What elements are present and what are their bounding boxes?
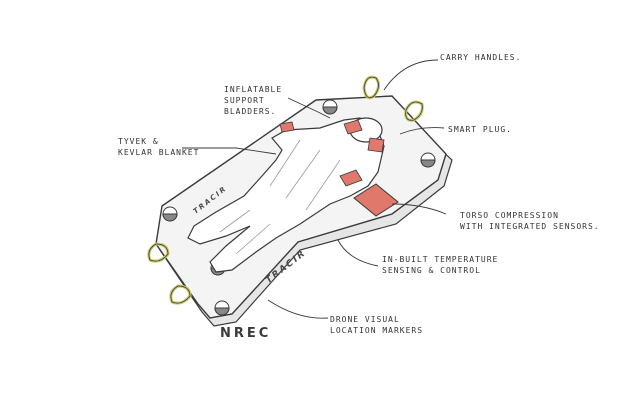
support-bladder bbox=[279, 119, 385, 187]
leader-lines bbox=[182, 59, 447, 319]
nrec-logo: NREC bbox=[220, 326, 272, 341]
annotation-drone-markers: Drone Visual Location Markers bbox=[330, 315, 424, 335]
patient-figure bbox=[187, 117, 385, 273]
annotation-support-bladders: Inflatable Support Bladders. bbox=[224, 85, 283, 116]
annotation-blanket: Tyvek & Kevlar Blanket bbox=[118, 137, 200, 157]
annotation-carry-handles: Carry Handles. bbox=[440, 53, 522, 62]
torso-compression-pad bbox=[353, 183, 399, 217]
annotation-smart-plug: Smart Plug. bbox=[448, 125, 512, 134]
annotation-temperature: In-Built Temperature Sensing & Control bbox=[382, 255, 499, 275]
annotation-torso-compression: Torso Compression with Integrated Sensor… bbox=[460, 211, 600, 231]
